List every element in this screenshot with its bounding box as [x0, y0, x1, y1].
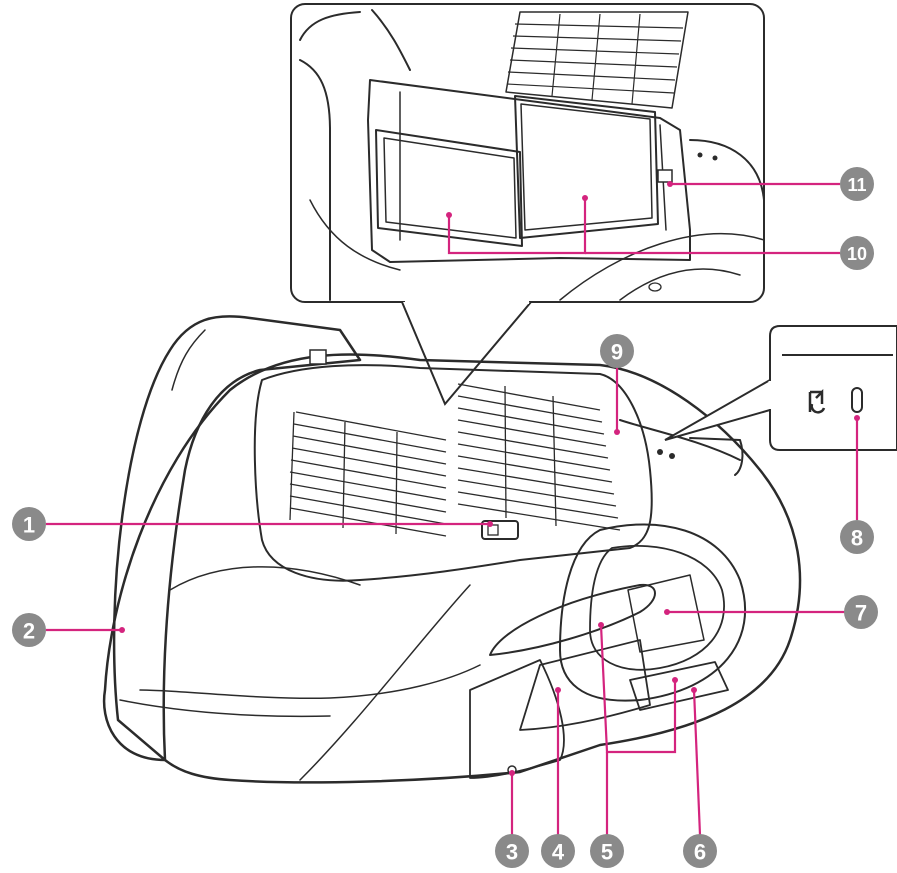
- filter-inset: [290, 3, 765, 406]
- callout-10-label: 10: [847, 244, 867, 264]
- security-slot-icon: [851, 387, 863, 413]
- callout-1: 1: [12, 507, 46, 541]
- projector-body: [102, 315, 802, 784]
- left-vent-bank: [289, 411, 447, 537]
- callout-2-label: 2: [23, 619, 35, 644]
- callout-9-label: 9: [611, 340, 623, 365]
- callout-11: 11: [840, 167, 874, 201]
- callout-5-label: 5: [601, 840, 613, 865]
- leader-lines: [46, 181, 860, 836]
- callout-11-label: 11: [847, 175, 866, 195]
- filter-left: [375, 129, 523, 247]
- callout-3-label: 3: [506, 840, 518, 865]
- right-vent-bank: [457, 383, 621, 531]
- callout-9: 9: [600, 334, 634, 368]
- filter-right: [514, 95, 659, 239]
- callout-6-label: 6: [694, 840, 706, 865]
- callout-7-label: 7: [855, 601, 867, 626]
- callout-4: 4: [541, 834, 575, 868]
- callout-8-label: 8: [851, 526, 863, 551]
- security-inset: [664, 325, 897, 451]
- inset-vent-grid: [505, 11, 689, 109]
- callout-10: 10: [840, 236, 874, 270]
- callout-2: 2: [12, 613, 46, 647]
- callout-3: 3: [495, 834, 529, 868]
- callout-6: 6: [683, 834, 717, 868]
- kensington-lock-icon: [808, 388, 826, 414]
- callout-1-label: 1: [23, 513, 35, 538]
- callout-5: 5: [590, 834, 624, 868]
- callout-8: 8: [840, 520, 874, 554]
- callout-7: 7: [844, 595, 878, 629]
- callout-4-label: 4: [552, 840, 565, 865]
